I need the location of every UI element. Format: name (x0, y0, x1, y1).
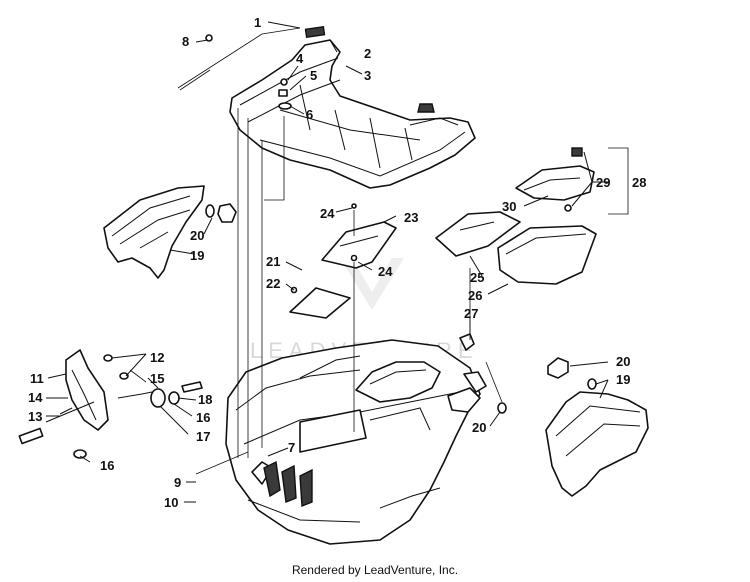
callout-29: 29 (596, 175, 610, 190)
callout-labels: 1 2 3 4 5 6 7 8 9 10 11 12 13 14 15 16 1… (28, 15, 646, 510)
callout-24-lower: 24 (378, 264, 393, 279)
callout-18: 18 (198, 392, 212, 407)
callout-9: 9 (174, 475, 181, 490)
headlight-assembly (18, 349, 203, 459)
callout-16-lower: 16 (100, 458, 114, 473)
callout-4: 4 (296, 51, 304, 66)
callout-3: 3 (364, 68, 371, 83)
front-rack (205, 25, 476, 189)
callout-1: 1 (254, 15, 261, 30)
callout-19-right: 19 (616, 372, 630, 387)
callout-22: 22 (266, 276, 280, 291)
leader-lines (46, 21, 609, 503)
callout-16-upper: 16 (196, 410, 210, 425)
callout-20-right: 20 (616, 354, 630, 369)
callout-13: 13 (28, 409, 42, 424)
guide-lines (129, 27, 629, 475)
callout-2: 2 (364, 46, 371, 61)
callout-27: 27 (464, 306, 478, 321)
watermark-logo (340, 258, 404, 310)
callout-12: 12 (150, 350, 164, 365)
callout-20-left: 20 (190, 228, 204, 243)
callout-6: 6 (306, 107, 313, 122)
callout-25: 25 (470, 270, 484, 285)
callout-28: 28 (632, 175, 646, 190)
callout-5: 5 (310, 68, 317, 83)
callout-8: 8 (182, 34, 189, 49)
callout-7: 7 (288, 440, 295, 455)
callout-26: 26 (468, 288, 482, 303)
footer-credit: Rendered by LeadVenture, Inc. (291, 563, 459, 577)
callout-10: 10 (164, 495, 178, 510)
callout-17: 17 (196, 429, 210, 444)
front-fender (225, 339, 507, 545)
callout-24-upper: 24 (320, 206, 335, 221)
callout-21: 21 (266, 254, 280, 269)
callout-15: 15 (150, 371, 164, 386)
callout-19-left: 19 (190, 248, 204, 263)
left-side-panel (103, 185, 237, 279)
callout-14: 14 (28, 390, 43, 405)
callout-11: 11 (30, 371, 44, 386)
callout-23: 23 (404, 210, 418, 225)
storage-box-assembly (289, 147, 597, 351)
right-side-panel (545, 357, 649, 497)
callout-20-fender: 20 (472, 420, 486, 435)
callout-30: 30 (502, 199, 516, 214)
